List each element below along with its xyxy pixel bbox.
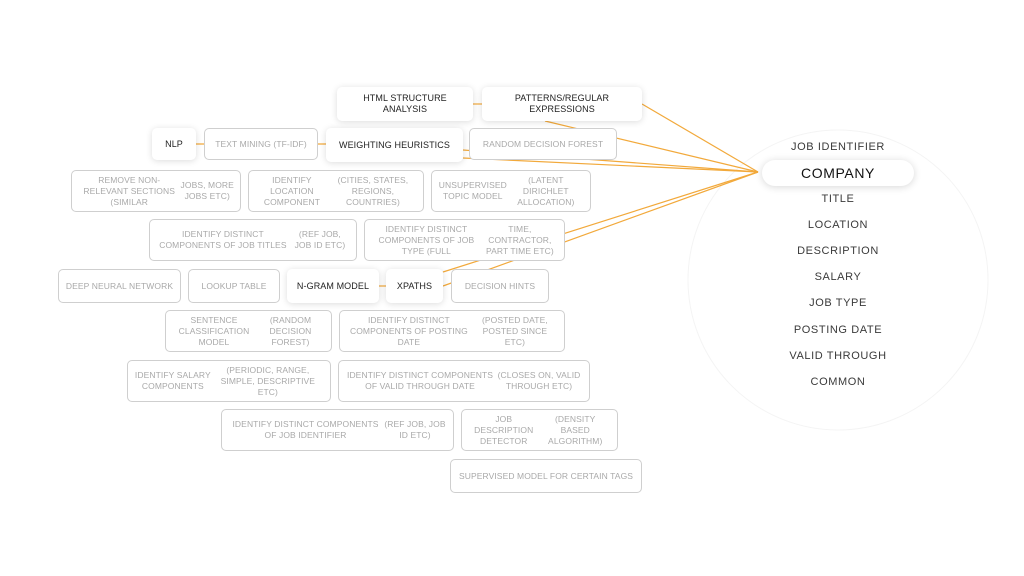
technique-label: SUPERVISED MODEL FOR CERTAIN TAGS [458, 470, 634, 481]
field-title[interactable]: TITLE [821, 193, 855, 205]
technique-label: (POSTED DATE, POSTED SINCE ETC) [481, 314, 548, 347]
technique-label: JOBS, MORE JOBS ETC) [180, 180, 234, 201]
technique-node-jobtitles[interactable]: IDENTIFY DISTINCT COMPONENTS OF JOB TITL… [149, 219, 357, 261]
technique-label: WEIGHTING HEURISTICS [338, 139, 450, 150]
technique-node-xpaths[interactable]: XPATHS [386, 269, 443, 303]
technique-label: IDENTIFY DISTINCT COMPONENTS OF VALID TH… [346, 370, 494, 391]
technique-label: DECISION HINTS [464, 280, 536, 291]
technique-label: UNSUPERVISED TOPIC MODEL [438, 180, 507, 201]
technique-node-patterns[interactable]: PATTERNS/REGULAR EXPRESSIONS [482, 87, 642, 121]
technique-node-postingdate[interactable]: IDENTIFY DISTINCT COMPONENTS OF POSTING … [339, 310, 565, 352]
field-company[interactable]: COMPANY [762, 160, 914, 186]
field-common[interactable]: COMMON [810, 376, 866, 388]
technique-label: (REF JOB, JOB ID ETC) [294, 229, 346, 250]
technique-node-ngram[interactable]: N-GRAM MODEL [287, 269, 379, 303]
technique-node-validthrough[interactable]: IDENTIFY DISTINCT COMPONENTS OF VALID TH… [338, 360, 590, 402]
technique-node-nlp[interactable]: NLP [152, 128, 196, 160]
field-job-identifier[interactable]: JOB IDENTIFIER [791, 141, 885, 153]
technique-node-jobtype[interactable]: IDENTIFY DISTINCT COMPONENTS OF JOB TYPE… [364, 219, 565, 261]
technique-node-weighting[interactable]: WEIGHTING HEURISTICS [326, 128, 463, 162]
technique-label: (RANDOM DECISION FOREST) [269, 314, 312, 347]
technique-label: DEEP NEURAL NETWORK [65, 280, 174, 291]
technique-node-lookup[interactable]: LOOKUP TABLE [188, 269, 280, 303]
field-posting-date[interactable]: POSTING DATE [793, 324, 883, 336]
technique-label: IDENTIFY SALARY COMPONENTS [134, 370, 211, 391]
technique-label: TIME, CONTRACTOR, PART TIME ETC) [485, 223, 554, 256]
connector-line [641, 103, 759, 173]
technique-label: (PERIODIC, RANGE, SIMPLE, DESCRIPTIVE ET… [220, 364, 316, 397]
technique-label: XPATHS [396, 280, 433, 291]
technique-label: IDENTIFY DISTINCT COMPONENTS OF JOB IDEN… [232, 419, 379, 440]
technique-label: (REF JOB, JOB ID ETC) [384, 419, 446, 440]
technique-label: JOB DESCRIPTION DETECTOR [474, 413, 534, 446]
field-valid-through[interactable]: VALID THROUGH [789, 350, 887, 362]
technique-label: (LATENT DIRICHLET ALLOCATION) [517, 174, 575, 207]
technique-node-jobid[interactable]: IDENTIFY DISTINCT COMPONENTS OF JOB IDEN… [221, 409, 454, 451]
technique-node-salary[interactable]: IDENTIFY SALARY COMPONENTS (PERIODIC, RAN… [127, 360, 331, 402]
technique-node-rdf[interactable]: RANDOM DECISION FOREST [469, 128, 617, 160]
technique-label: SENTENCE CLASSIFICATION MODEL [178, 314, 250, 347]
technique-label: LOOKUP TABLE [201, 280, 267, 291]
technique-label: (CLOSES ON, VALID THROUGH ETC) [497, 370, 581, 391]
technique-node-topic[interactable]: UNSUPERVISED TOPIC MODEL (LATENT DIRICHLE… [431, 170, 591, 212]
technique-label: IDENTIFY DISTINCT COMPONENTS OF JOB TITL… [159, 229, 287, 250]
technique-node-html[interactable]: HTML STRUCTURE ANALYSIS [337, 87, 473, 121]
technique-label: IDENTIFY DISTINCT COMPONENTS OF JOB TYPE… [378, 223, 475, 256]
technique-label: (DENSITY BASED ALGORITHM) [548, 413, 603, 446]
technique-label: TEXT MINING (TF-IDF) [215, 138, 307, 149]
technique-node-descdetector[interactable]: JOB DESCRIPTION DETECTOR (DENSITY BASED A… [461, 409, 618, 451]
technique-node-tfidf[interactable]: TEXT MINING (TF-IDF) [204, 128, 318, 160]
technique-node-dnn[interactable]: DEEP NEURAL NETWORK [58, 269, 181, 303]
technique-label: IDENTIFY DISTINCT COMPONENTS OF POSTING … [349, 314, 468, 347]
field-location[interactable]: LOCATION [807, 219, 869, 231]
technique-label: REMOVE NON-RELEVANT SECTIONS (SIMILAR [83, 174, 176, 207]
technique-label: IDENTIFY LOCATION COMPONENT [263, 174, 320, 207]
technique-node-sentence[interactable]: SENTENCE CLASSIFICATION MODEL (RANDOM DEC… [165, 310, 332, 352]
technique-label: N-GRAM MODEL [296, 280, 370, 291]
technique-label: NLP [165, 138, 183, 149]
field-salary[interactable]: SALARY [814, 271, 862, 283]
technique-node-hints[interactable]: DECISION HINTS [451, 269, 549, 303]
technique-label: RANDOM DECISION FOREST [482, 138, 604, 149]
field-description[interactable]: DESCRIPTION [797, 245, 879, 257]
technique-label: HTML STRUCTURE ANALYSIS [363, 93, 447, 114]
technique-node-supervised[interactable]: SUPERVISED MODEL FOR CERTAIN TAGS [450, 459, 642, 493]
technique-node-location[interactable]: IDENTIFY LOCATION COMPONENT (CITIES, STAT… [248, 170, 424, 212]
field-job-type[interactable]: JOB TYPE [809, 297, 867, 309]
technique-label: (CITIES, STATES, REGIONS, COUNTRIES) [337, 174, 409, 207]
technique-label: PATTERNS/REGULAR EXPRESSIONS [514, 93, 610, 114]
